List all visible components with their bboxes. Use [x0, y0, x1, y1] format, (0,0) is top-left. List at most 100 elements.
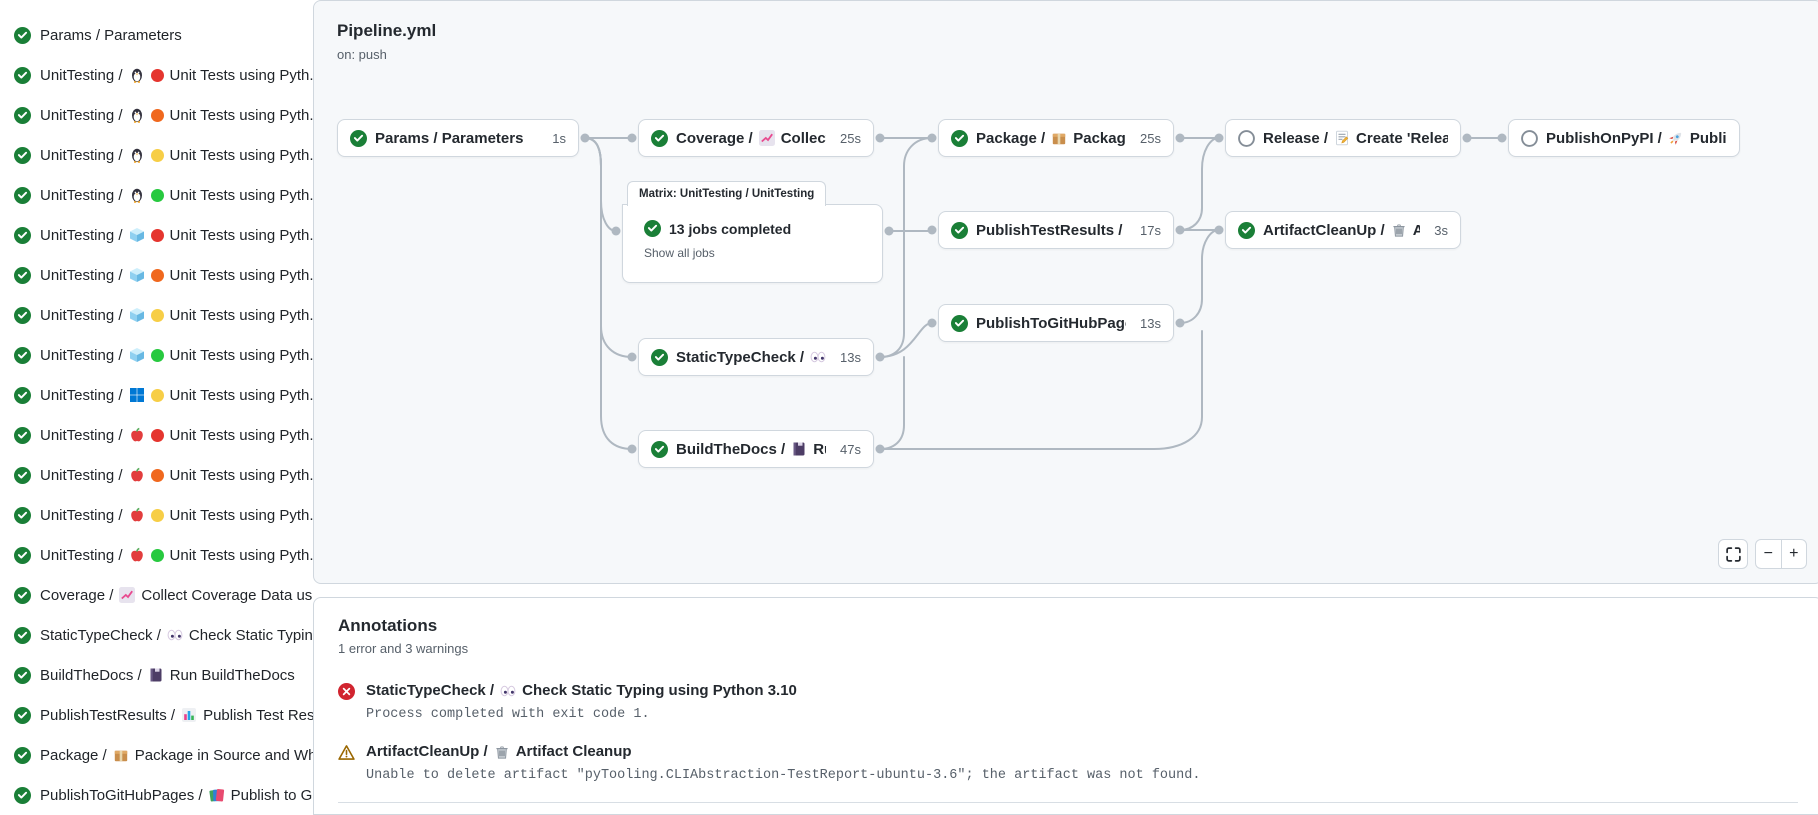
sidebar-job[interactable]: UnitTesting /Unit Tests using Pyth... — [0, 455, 313, 495]
dot-red-icon — [150, 68, 164, 82]
label-text: PublishTestResults / — [40, 706, 176, 724]
label-text: StaticTypeCheck / — [40, 626, 161, 644]
node-label: PublishTestResults /Pu... — [976, 222, 1126, 239]
sidebar-job[interactable]: UnitTesting /Unit Tests using Pyth... — [0, 175, 313, 215]
dot-orange-icon — [150, 268, 164, 282]
node-label: BuildTheDocs /Run Buil... — [676, 441, 826, 458]
status-icon — [951, 129, 968, 147]
job-label: UnitTesting /Unit Tests using Pyth... — [40, 547, 313, 564]
matrix-status-text: 13 jobs completed — [669, 220, 792, 237]
dot-yellow-icon — [150, 308, 164, 322]
matrix-tab: Matrix: UnitTesting / UnitTesting — [627, 181, 827, 206]
sidebar-job[interactable]: UnitTesting /Unit Tests using Pyth... — [0, 375, 313, 415]
sidebar-job[interactable]: Coverage /Collect Coverage Data usi... — [0, 575, 313, 615]
sidebar-job[interactable]: UnitTesting /Unit Tests using Pyth... — [0, 55, 313, 95]
status-icon — [951, 314, 968, 332]
zoom-controls: − + — [1755, 539, 1807, 569]
sidebar-job[interactable]: UnitTesting /Unit Tests using Pyth... — [0, 415, 313, 455]
pipeline-node-release[interactable]: Release /Create 'Release P... — [1225, 119, 1461, 157]
sidebar-job[interactable]: BuildTheDocs /Run BuildTheDocs — [0, 655, 313, 695]
pipeline-node-params[interactable]: Params / Parameters 1s — [337, 119, 579, 157]
sidebar-job[interactable]: Params / Parameters — [0, 15, 313, 55]
status-icon — [14, 586, 31, 604]
label-text: Publish Test Resu... — [203, 706, 313, 724]
trash-icon — [494, 744, 510, 760]
sidebar-job[interactable]: UnitTesting /Unit Tests using Pyth... — [0, 255, 313, 295]
pipeline-node-publish-pypi[interactable]: PublishOnPyPI /Publish to ... — [1508, 119, 1740, 157]
chart-icon — [119, 587, 136, 603]
sidebar-job[interactable]: UnitTesting /Unit Tests using Pyth... — [0, 495, 313, 535]
duration-badge: 25s — [1140, 130, 1161, 146]
label-text: Unit Tests using Pyth... — [169, 106, 313, 124]
label-text: UnitTesting / — [40, 546, 123, 564]
zoom-out-button[interactable]: − — [1756, 540, 1782, 568]
matrix-group[interactable]: 13 jobs completed Show all jobs — [622, 204, 883, 283]
ice-cube-icon — [129, 347, 145, 363]
node-label: Package /Package in So... — [976, 130, 1126, 147]
notebook-icon — [148, 667, 164, 683]
zoom-in-button[interactable]: + — [1789, 545, 1799, 562]
pipeline-node-build-the-docs[interactable]: BuildTheDocs /Run Buil... 47s — [638, 430, 874, 468]
status-icon — [14, 706, 31, 724]
penguin-icon — [129, 107, 145, 123]
status-icon — [14, 546, 31, 564]
label-text: Collect Cove... — [780, 129, 827, 147]
label-text: Coverage / — [676, 129, 753, 147]
sidebar-job[interactable]: PublishToGitHubPages /Publish to G... — [0, 775, 313, 815]
dot-yellow-icon — [150, 508, 164, 522]
job-label: UnitTesting /Unit Tests using Pyth... — [40, 267, 313, 284]
label-text: Artifac... — [1412, 221, 1421, 239]
fullscreen-button[interactable] — [1718, 539, 1748, 569]
status-icon — [14, 26, 31, 44]
annotations-summary: 1 error and 3 warnings — [338, 641, 469, 656]
label-text: UnitTesting / — [40, 66, 123, 84]
label-text: Run Buil... — [813, 440, 826, 458]
label-text: UnitTesting / — [40, 226, 123, 244]
node-label: Coverage / Collect Cove... — [676, 130, 826, 147]
node-label: Release /Create 'Release P... — [1263, 130, 1448, 147]
sidebar-job[interactable]: Package /Package in Source and Wh... — [0, 735, 313, 775]
show-all-jobs-link[interactable]: Show all jobs — [644, 246, 715, 260]
label-text: StaticTypeCheck / — [366, 682, 495, 699]
apple-icon — [129, 467, 145, 483]
dot-green-icon — [150, 548, 164, 562]
label-text: UnitTesting / — [40, 346, 123, 364]
workflow-graph-panel: Pipeline.yml on: push — [313, 0, 1818, 584]
status-icon — [14, 426, 31, 444]
job-label: UnitTesting /Unit Tests using Pyth... — [40, 67, 313, 84]
job-label: UnitTesting /Unit Tests using Pyth... — [40, 307, 313, 324]
chart-icon — [758, 130, 775, 146]
bar-chart-icon — [181, 707, 197, 723]
sidebar-job[interactable]: StaticTypeCheck /Check Static Typing... — [0, 615, 313, 655]
books-icon — [208, 787, 225, 803]
pipeline-node-static-type-check[interactable]: StaticTypeCheck /Chec... 13s — [638, 338, 874, 376]
pipeline-node-publish-test-results[interactable]: PublishTestResults /Pu... 17s — [938, 211, 1174, 249]
node-label: PublishOnPyPI /Publish to ... — [1546, 130, 1727, 147]
status-icon — [14, 186, 31, 204]
pipeline-node-publish-ghpages[interactable]: PublishToGitHubPages /... 13s — [938, 304, 1174, 342]
sidebar-job[interactable]: UnitTesting /Unit Tests using Pyth... — [0, 95, 313, 135]
node-label: Params / Parameters — [375, 130, 523, 147]
label-text: Run BuildTheDocs — [169, 666, 295, 684]
trash-icon — [1391, 222, 1407, 238]
sidebar-job[interactable]: UnitTesting /Unit Tests using Pyth... — [0, 295, 313, 335]
package-icon — [1051, 130, 1067, 146]
annotation-item-warning: ArtifactCleanUp /Artifact Cleanup Unable… — [338, 743, 1798, 803]
annotation-title: StaticTypeCheck /Check Static Typing usi… — [366, 682, 797, 699]
sidebar-job[interactable]: UnitTesting /Unit Tests using Pyth... — [0, 135, 313, 175]
sidebar-job[interactable]: UnitTesting /Unit Tests using Pyth... — [0, 215, 313, 255]
sidebar-job[interactable]: PublishTestResults / Publish Test Resu... — [0, 695, 313, 735]
sidebar-job[interactable]: UnitTesting /Unit Tests using Pyth... — [0, 535, 313, 575]
penguin-icon — [129, 67, 145, 83]
pipeline-node-package[interactable]: Package /Package in So... 25s — [938, 119, 1174, 157]
pipeline-node-coverage[interactable]: Coverage /Collect Cove... 25s — [638, 119, 874, 157]
status-icon — [14, 106, 31, 124]
severity-icon — [338, 744, 355, 761]
label-text: Unit Tests using Pyth... — [169, 306, 313, 324]
sidebar-job[interactable]: UnitTesting /Unit Tests using Pyth... — [0, 335, 313, 375]
status-icon — [951, 221, 968, 239]
dot-red-icon — [150, 228, 164, 242]
job-label: StaticTypeCheck /Check Static Typing... — [40, 627, 313, 644]
label-text: Unit Tests using Pyth... — [169, 506, 313, 524]
pipeline-node-artifact-cleanup[interactable]: ArtifactCleanUp /Artifac... 3s — [1225, 211, 1461, 249]
